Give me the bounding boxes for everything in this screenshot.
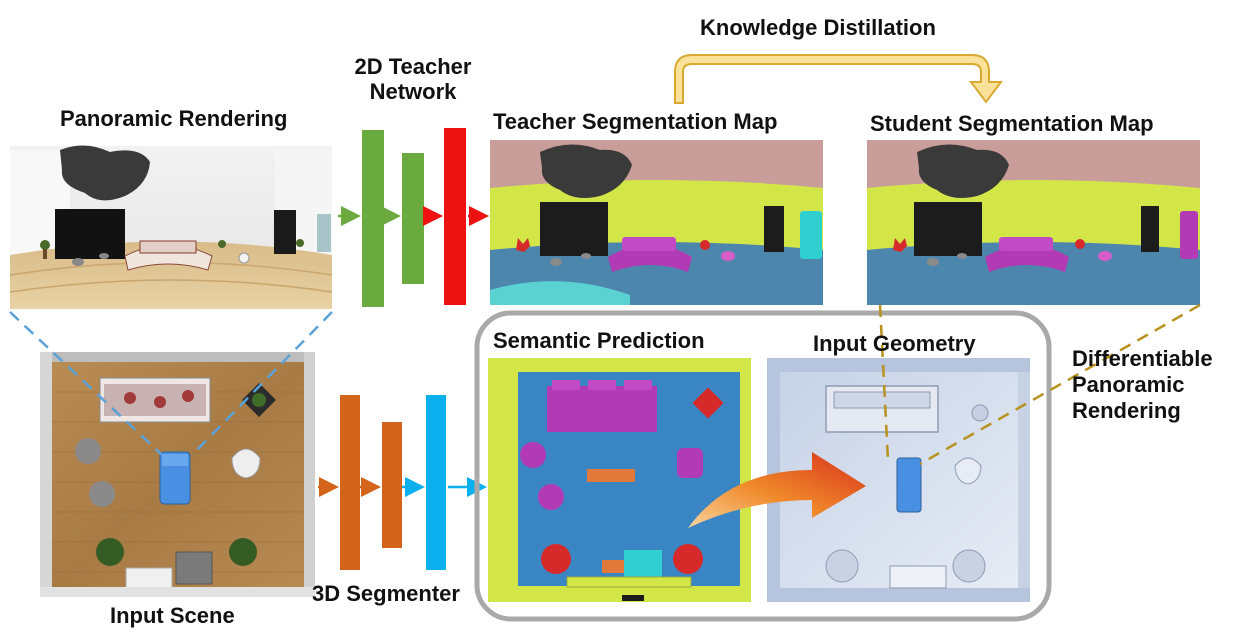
label-semantic-prediction: Semantic Prediction <box>493 328 705 353</box>
label-knowledge-distillation: Knowledge Distillation <box>700 15 936 40</box>
label-teacher-segmentation-map: Teacher Segmentation Map <box>493 109 778 134</box>
label-input-geometry: Input Geometry <box>813 331 976 356</box>
label-teacher-network: 2D Teacher Network <box>354 54 472 104</box>
label-panoramic-rendering: Panoramic Rendering <box>60 106 288 131</box>
prediction-geometry-group-box <box>474 310 1052 622</box>
label-transfer-arrow <box>688 452 866 528</box>
label-student-segmentation-map: Student Segmentation Map <box>870 111 1154 136</box>
projection-line-left <box>878 304 890 461</box>
teacher-output-layer <box>444 128 466 305</box>
view-line-left <box>9 311 163 456</box>
panoramic-rendering-image <box>9 145 333 309</box>
projection-line-right <box>919 303 1201 466</box>
semantic-prediction-image <box>488 358 751 602</box>
label-3d-segmenter: 3D Segmenter <box>312 581 460 606</box>
segmenter-output-layer <box>426 395 446 570</box>
view-line-right <box>191 311 333 456</box>
student-segmentation-map-image <box>867 140 1200 305</box>
teacher-segmentation-map-image <box>490 140 823 305</box>
label-input-scene: Input Scene <box>110 603 235 628</box>
segmenter-layer-2 <box>382 422 402 548</box>
label-differentiable-rendering: Differentiable Panoramic Rendering <box>1072 346 1213 423</box>
segmenter-layer-1 <box>340 395 360 570</box>
input-scene-image <box>40 352 315 597</box>
knowledge-distillation-arrow <box>674 54 1003 104</box>
teacher-layer-1 <box>362 130 384 307</box>
teacher-layer-2 <box>402 153 424 284</box>
